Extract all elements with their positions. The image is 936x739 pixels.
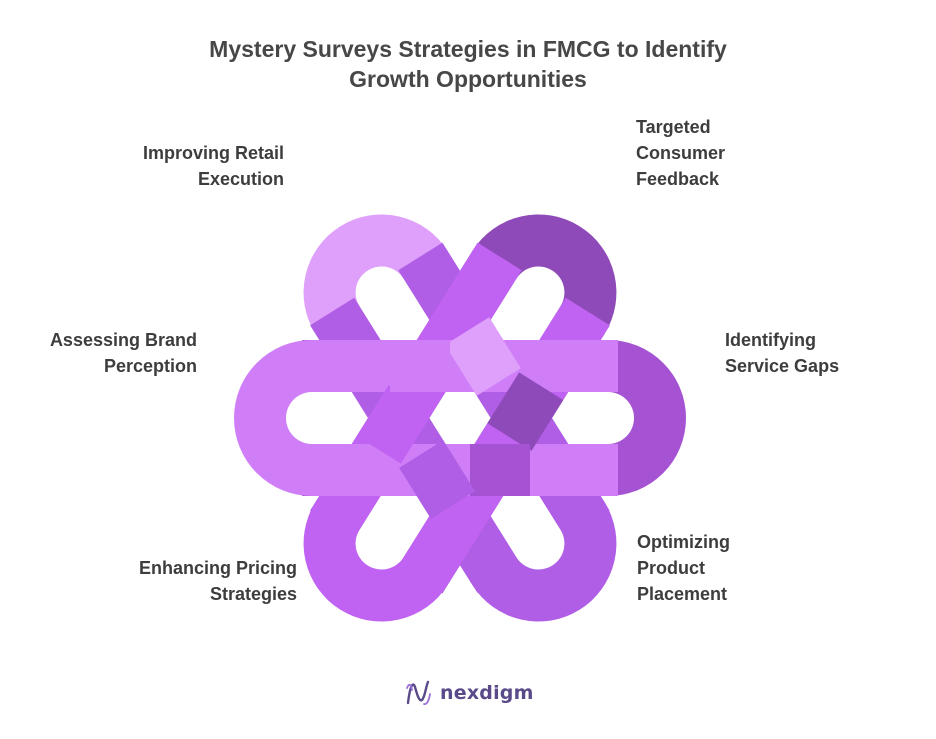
label-optimizing-product-placement: Optimizing Product Placement <box>637 529 730 607</box>
label-line: Execution <box>197 169 284 189</box>
label-line: Consumer <box>636 143 726 163</box>
brand-footer: nexdigm <box>404 676 534 710</box>
title-line-2: Growth Opportunities <box>349 66 587 92</box>
label-improving-retail-execution: Improving Retail Execution <box>143 140 284 192</box>
label-line: Improving Retail <box>142 143 284 163</box>
weave-segment-improving-retail-execution <box>444 317 521 396</box>
weave-segment-enhancing-pricing-strategies <box>356 385 433 464</box>
label-line: Optimizing <box>637 532 730 552</box>
label-line: Strategies <box>209 584 297 604</box>
label-line: Assessing Brand <box>49 330 197 350</box>
label-line: Targeted <box>636 117 711 137</box>
knot-loops <box>234 214 686 622</box>
weave-segment-targeted-consumer-feedback <box>487 372 564 451</box>
label-line: Service Gaps <box>725 356 840 376</box>
title-line-1: Mystery Surveys Strategies in FMCG to Id… <box>209 36 727 62</box>
label-identifying-service-gaps: Identifying Service Gaps <box>725 327 839 379</box>
brand-name: nexdigm <box>440 682 534 704</box>
label-enhancing-pricing-strategies: Enhancing Pricing Strategies <box>139 555 297 607</box>
diagram-title: Mystery Surveys Strategies in FMCG to Id… <box>0 34 936 94</box>
nexdigm-wave-icon <box>406 680 431 705</box>
weave-segment-assessing-brand-perception <box>390 340 450 392</box>
label-line: Feedback <box>636 169 720 189</box>
weave-segment-optimizing-product-placement <box>399 440 476 519</box>
label-line: Enhancing Pricing <box>138 558 297 578</box>
weave-segment-identifying-service-gaps <box>470 444 530 496</box>
label-line: Product <box>637 558 706 578</box>
label-targeted-consumer-feedback: Targeted Consumer Feedback <box>636 114 725 192</box>
label-line: Placement <box>637 584 728 604</box>
label-line: Perception <box>103 356 197 376</box>
label-line: Identifying <box>725 330 816 350</box>
label-assessing-brand-perception: Assessing Brand Perception <box>50 327 197 379</box>
